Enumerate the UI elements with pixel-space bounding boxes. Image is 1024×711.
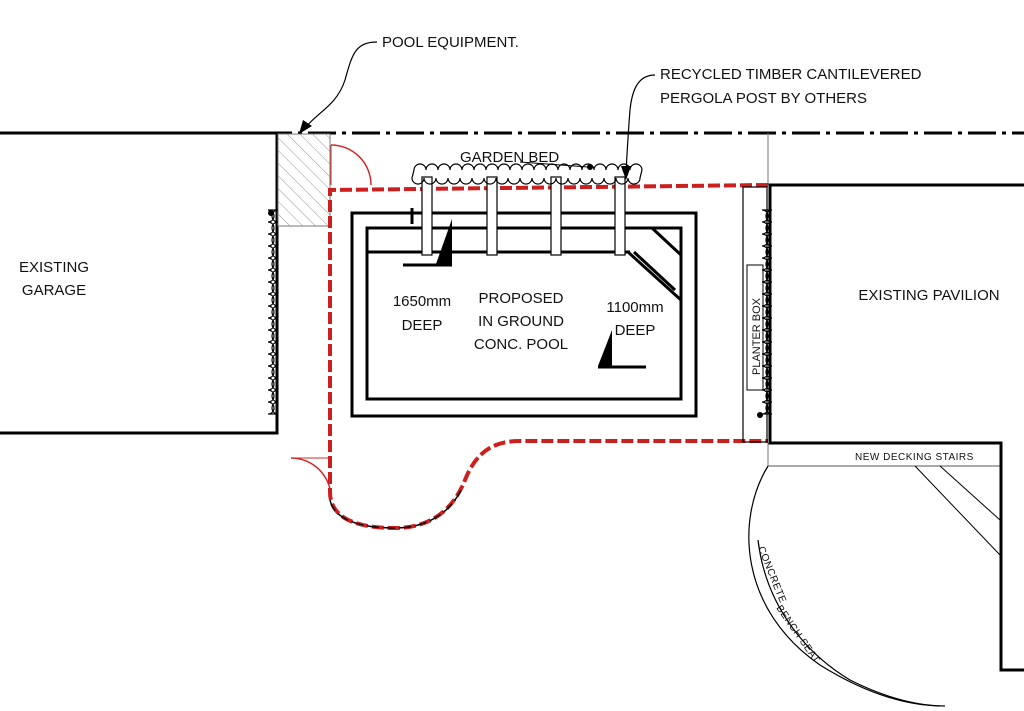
pool-label-line2: IN GROUND	[478, 313, 564, 330]
pool-label-line3: CONC. POOL	[474, 336, 568, 353]
gate-swing-top	[330, 144, 372, 186]
deep-end-deep: DEEP	[402, 317, 443, 334]
planter-box-label: PLANTER BOX	[751, 297, 763, 375]
decking-stairs-label: NEW DECKING STAIRS	[855, 452, 974, 463]
shallow-end-deep: DEEP	[615, 322, 656, 339]
pergola-posts	[421, 176, 626, 256]
garage-label-line1: EXISTING	[19, 259, 89, 276]
pool-equipment-label: POOL EQUIPMENT.	[382, 34, 519, 51]
garage-side-planting	[267, 209, 279, 415]
pool-shell	[350, 211, 698, 418]
existing-pavilion	[768, 183, 1024, 672]
pavilion-label: EXISTING PAVILION	[858, 287, 999, 304]
leader-garden-bed	[519, 161, 593, 170]
depth-marker-shallow	[598, 330, 646, 369]
pergola-label-line2: PERGOLA POST BY OTHERS	[660, 90, 867, 107]
pool-equipment-area	[277, 133, 331, 227]
garage-label-line2: GARAGE	[22, 282, 86, 299]
concrete-label: CONCRETE	[755, 545, 788, 605]
garden-bed-label: GARDEN BED	[460, 149, 559, 166]
pergola-label-line1: RECYCLED TIMBER CANTILEVERED	[660, 66, 922, 83]
leader-pergola	[621, 74, 656, 180]
pool-label-line1: PROPOSED	[478, 290, 563, 307]
existing-garage	[0, 131, 279, 435]
bench-seat-label: BENCH SEAT	[774, 603, 822, 665]
pool-fence	[328, 183, 769, 531]
planter-box	[742, 186, 768, 443]
decking-stairs	[748, 465, 1001, 707]
deep-end-depth: 1650mm	[393, 293, 451, 310]
shallow-end-depth: 1100mm	[606, 299, 663, 316]
depth-marker-deep	[403, 208, 452, 267]
gate-swing-bottom	[290, 457, 332, 499]
garden-bed-planting	[411, 163, 643, 185]
leader-pool-equipment	[299, 41, 378, 134]
